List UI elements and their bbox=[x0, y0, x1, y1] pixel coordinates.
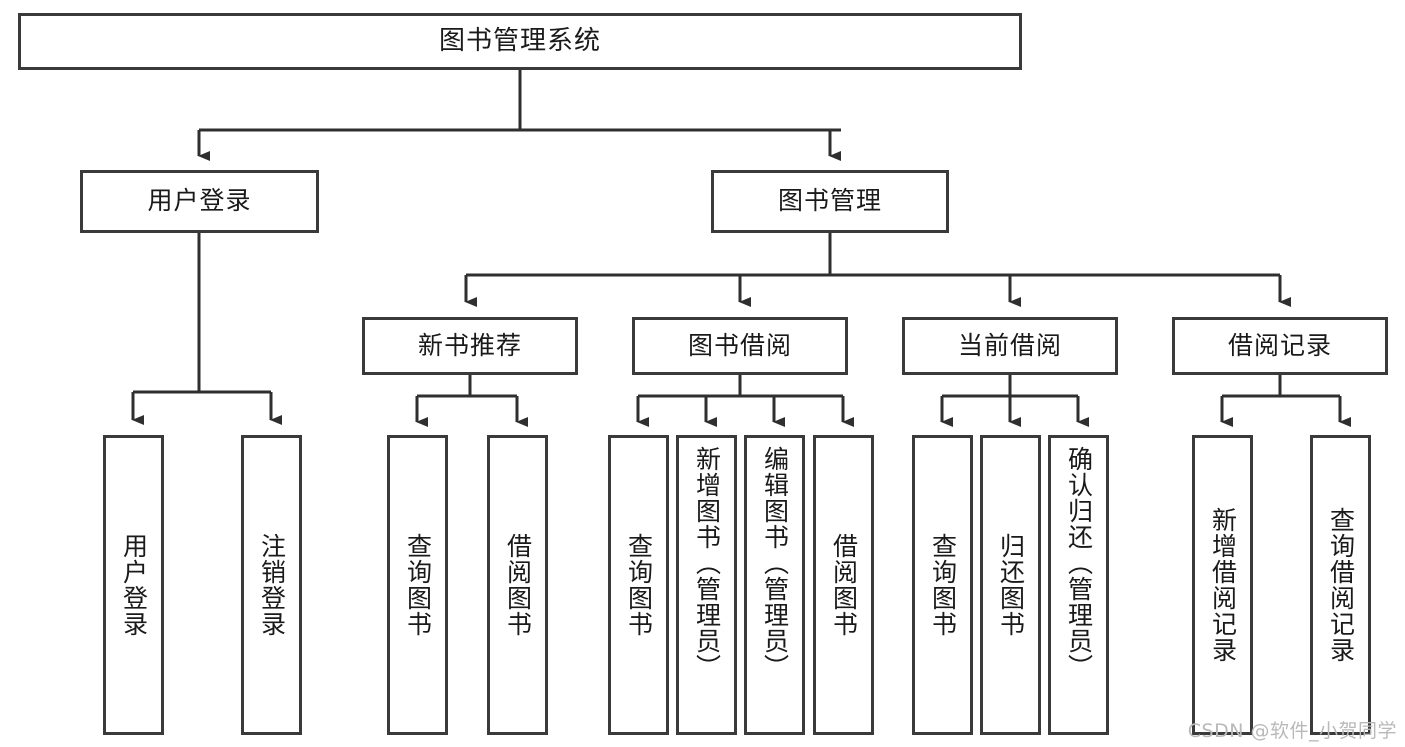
node-user-login[interactable]: 用户登录 bbox=[80, 170, 319, 233]
node-label: 图书管理系统 bbox=[438, 25, 601, 56]
node-label: 借阅图书 bbox=[829, 533, 859, 637]
node-leaf-return-book[interactable]: 归还图书 bbox=[980, 435, 1041, 735]
node-book-borrow[interactable]: 图书借阅 bbox=[632, 317, 848, 375]
node-label: 查询借阅记录 bbox=[1326, 507, 1356, 663]
csdn-watermark: CSDN @软件_小贺同学 bbox=[1187, 720, 1397, 742]
node-new-book-recommend[interactable]: 新书推荐 bbox=[362, 317, 578, 375]
node-label: 编辑图书（管理员） bbox=[760, 446, 790, 680]
node-label: 图书借阅 bbox=[687, 330, 792, 360]
node-borrow-record[interactable]: 借阅记录 bbox=[1172, 317, 1388, 375]
node-leaf-query-borrow-record[interactable]: 查询借阅记录 bbox=[1310, 435, 1371, 735]
node-root-book-management-system[interactable]: 图书管理系统 bbox=[18, 13, 1022, 70]
node-label: 借阅记录 bbox=[1227, 330, 1332, 360]
node-label: 注销登录 bbox=[257, 533, 287, 637]
node-leaf-borrow-book-recommend[interactable]: 借阅图书 bbox=[487, 435, 548, 735]
node-label: 当前借阅 bbox=[957, 330, 1062, 360]
node-leaf-query-book-current[interactable]: 查询图书 bbox=[912, 435, 973, 735]
node-label: 归还图书 bbox=[996, 533, 1026, 637]
node-leaf-user-login[interactable]: 用户登录 bbox=[103, 435, 164, 735]
node-label: 确认归还（管理员） bbox=[1064, 446, 1094, 680]
node-leaf-add-book[interactable]: 新增图书（管理员） bbox=[676, 435, 737, 735]
node-label: 查询图书 bbox=[403, 533, 433, 637]
node-label: 新增图书（管理员） bbox=[692, 446, 722, 680]
node-label: 查询图书 bbox=[624, 533, 654, 637]
node-leaf-query-book-borrow[interactable]: 查询图书 bbox=[608, 435, 669, 735]
node-label: 新书推荐 bbox=[417, 330, 522, 360]
node-label: 查询图书 bbox=[928, 533, 958, 637]
node-leaf-borrow-book[interactable]: 借阅图书 bbox=[813, 435, 874, 735]
node-leaf-add-borrow-record[interactable]: 新增借阅记录 bbox=[1192, 435, 1253, 735]
node-book-management[interactable]: 图书管理 bbox=[711, 170, 949, 233]
node-leaf-logout[interactable]: 注销登录 bbox=[241, 435, 302, 735]
node-current-borrow[interactable]: 当前借阅 bbox=[902, 317, 1118, 375]
node-label: 用户登录 bbox=[119, 533, 149, 637]
node-label: 用户登录 bbox=[147, 186, 252, 216]
node-label: 图书管理 bbox=[777, 186, 882, 216]
node-leaf-confirm-return[interactable]: 确认归还（管理员） bbox=[1048, 435, 1109, 735]
node-label: 借阅图书 bbox=[503, 533, 533, 637]
node-label: 新增借阅记录 bbox=[1208, 507, 1238, 663]
node-leaf-query-book-recommend[interactable]: 查询图书 bbox=[387, 435, 448, 735]
node-leaf-edit-book[interactable]: 编辑图书（管理员） bbox=[744, 435, 805, 735]
